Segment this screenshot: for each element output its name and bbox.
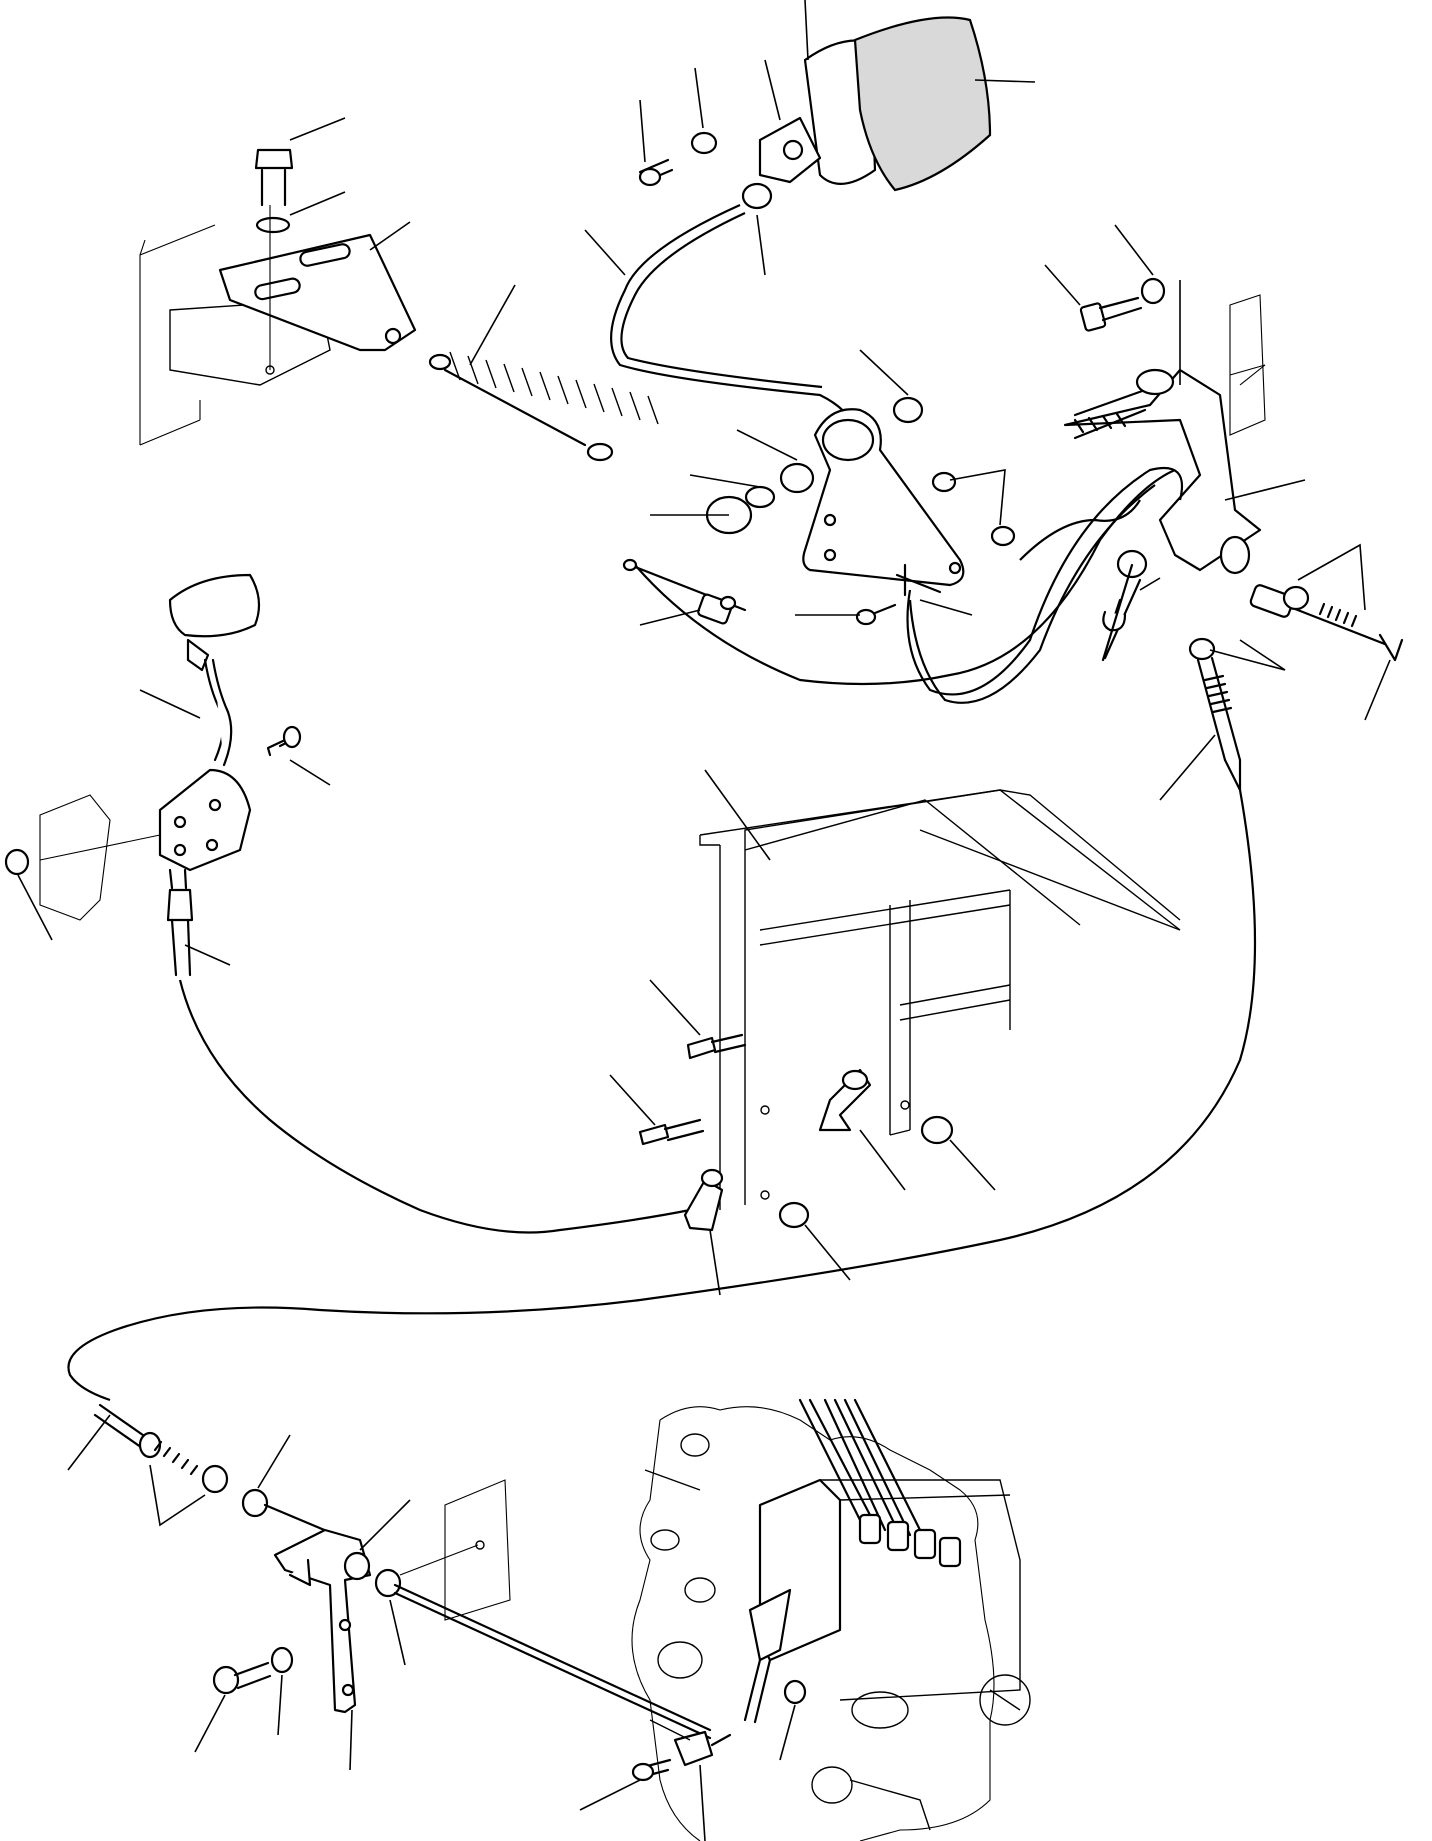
rod-end [579,1679,807,1841]
pivot-bracket [1063,280,1306,575]
throttle-cable-upper [67,789,1257,1402]
pedal-lever [650,349,1016,587]
lower-bracket [273,1479,712,1771]
cable-adjuster-right [1101,543,1404,721]
injection-pump [631,1398,1031,1841]
cable-end-center [1159,637,1286,801]
pedal-rod [584,203,857,431]
frame-structure [699,769,1181,1210]
bracket-bolt [1044,224,1166,332]
pedal-stop-plate-assembly [139,117,417,446]
pedal-fasteners [638,67,773,276]
lower-cable-adjuster [67,1403,362,1547]
accelerator-pedal [758,0,1036,192]
cable-clips [609,979,996,1296]
lower-bolt [194,1646,294,1753]
return-spring [428,284,659,462]
hand-throttle-lever [4,573,331,977]
linkage-cables [622,466,1184,704]
